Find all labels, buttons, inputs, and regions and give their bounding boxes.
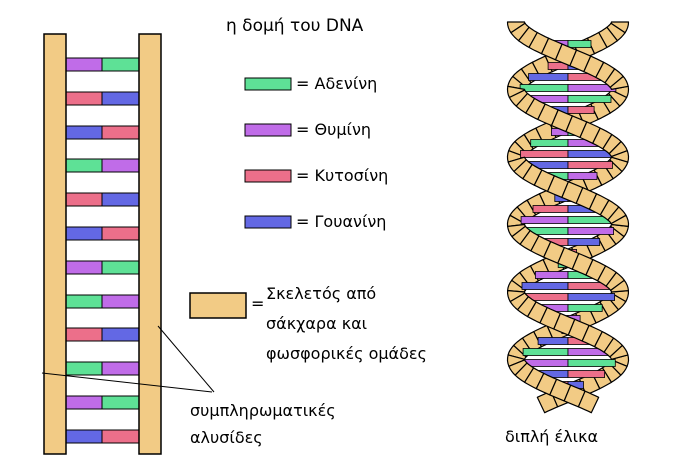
double-helix [506, 21, 630, 414]
legend-label-thymine: = Θυμίνη [296, 120, 372, 139]
ladder-rung-right-thymine [101, 294, 140, 309]
ladder-rung-right-cytosine [101, 226, 140, 241]
ladder-rung-right-adenine [101, 57, 140, 72]
helix-strand-front-segment [609, 75, 629, 90]
ladder-rung-right-guanine [101, 91, 140, 106]
ladder-rung-right-adenine [101, 395, 140, 410]
backbone-legend-line2: σάκχαρα και [266, 314, 368, 333]
ladder-rung-left-cytosine [65, 327, 103, 342]
strands-label-line1: συμπληρωματικές [190, 401, 336, 420]
helix-rung-adenine [530, 139, 569, 147]
helix-rung-thymine [520, 216, 569, 224]
ladder-left-backbone [43, 33, 67, 455]
helix-rung-cytosine [567, 370, 605, 378]
backbone-legend-line3: φωσφορικές ομάδες [266, 344, 427, 363]
backbone-legend-swatch [189, 292, 247, 319]
ladder-rung-left-cytosine [65, 192, 103, 207]
legend-label-adenine: = Αδενίνη [296, 74, 378, 93]
legend-label-guanine: = Γουανίνη [296, 212, 387, 231]
ladder-rung-right-guanine [101, 327, 140, 342]
helix-rung-guanine [567, 238, 601, 246]
helix-rung-guanine [528, 73, 569, 81]
helix-rung-guanine [521, 282, 569, 290]
ladder-rung-left-thymine [65, 260, 103, 275]
ladder-rung-left-guanine [65, 429, 103, 444]
ladder-rung-right-thymine [101, 158, 140, 173]
diagram-title: η δομή του DNA [226, 16, 364, 36]
helix-label: διπλή έλικα [505, 427, 599, 446]
helix-rung-adenine [519, 84, 569, 92]
helix-strand-front-segment [610, 214, 630, 227]
ladder-rung-left-adenine [65, 361, 103, 376]
ladder-rungs [65, 57, 140, 444]
ladder-rung-right-adenine [101, 260, 140, 275]
helix-strand-front-segment [577, 390, 600, 414]
legend-swatch-adenine [244, 77, 292, 91]
helix-rung-guanine [567, 293, 615, 301]
legend-label-cytosine: = Κυτοσίνη [296, 166, 389, 185]
legend-swatch-thymine [244, 123, 292, 137]
backbone-legend-equals: = [251, 294, 265, 313]
pointer-line-right-strand [157, 325, 215, 393]
ladder-rung-left-thymine [65, 57, 103, 72]
helix-strand-front-segment [610, 150, 630, 163]
helix-rung-cytosine [520, 150, 569, 158]
helix-rung-adenine [567, 304, 603, 312]
helix-front-strand [506, 21, 630, 414]
legend-swatch-guanine [244, 215, 292, 229]
ladder-rung-left-guanine [65, 125, 103, 140]
ladder-rung-left-cytosine [65, 91, 103, 106]
backbone-legend-line1: Σκελετός από [266, 284, 377, 303]
helix-rung-thymine [535, 271, 569, 279]
ladder-rung-right-thymine [101, 361, 140, 376]
ladder-rung-right-cytosine [101, 125, 140, 140]
helix-rung-cytosine [532, 205, 569, 213]
pointer-line-left-strand [41, 372, 213, 393]
strands-label-line2: αλυσίδες [190, 428, 263, 447]
ladder-rung-right-guanine [101, 192, 140, 207]
helix-rung-adenine [567, 40, 592, 48]
legend-swatch-cytosine [244, 169, 292, 183]
ladder-rung-left-guanine [65, 226, 103, 241]
helix-rung-cytosine [567, 161, 613, 169]
helix-rung-guanine [537, 337, 569, 345]
helix-strand-front-segment [610, 279, 629, 293]
helix-strand-front-segment [609, 344, 629, 360]
helix-rung-adenine [522, 348, 569, 356]
legend-swatches [244, 77, 292, 229]
ladder-rung-left-adenine [65, 294, 103, 309]
helix-strand-front-segment [507, 290, 526, 303]
ladder-rung-left-thymine [65, 395, 103, 410]
helix-rung-thymine [567, 172, 598, 180]
ladder-rung-left-adenine [65, 158, 103, 173]
helix-rung-adenine [567, 359, 616, 367]
helix-rung-thymine [567, 227, 614, 235]
ladder-right-backbone [138, 33, 162, 455]
helix-rung-adenine [567, 95, 612, 103]
helix-rung-cytosine [567, 106, 595, 114]
ladder-rung-right-cytosine [101, 429, 140, 444]
